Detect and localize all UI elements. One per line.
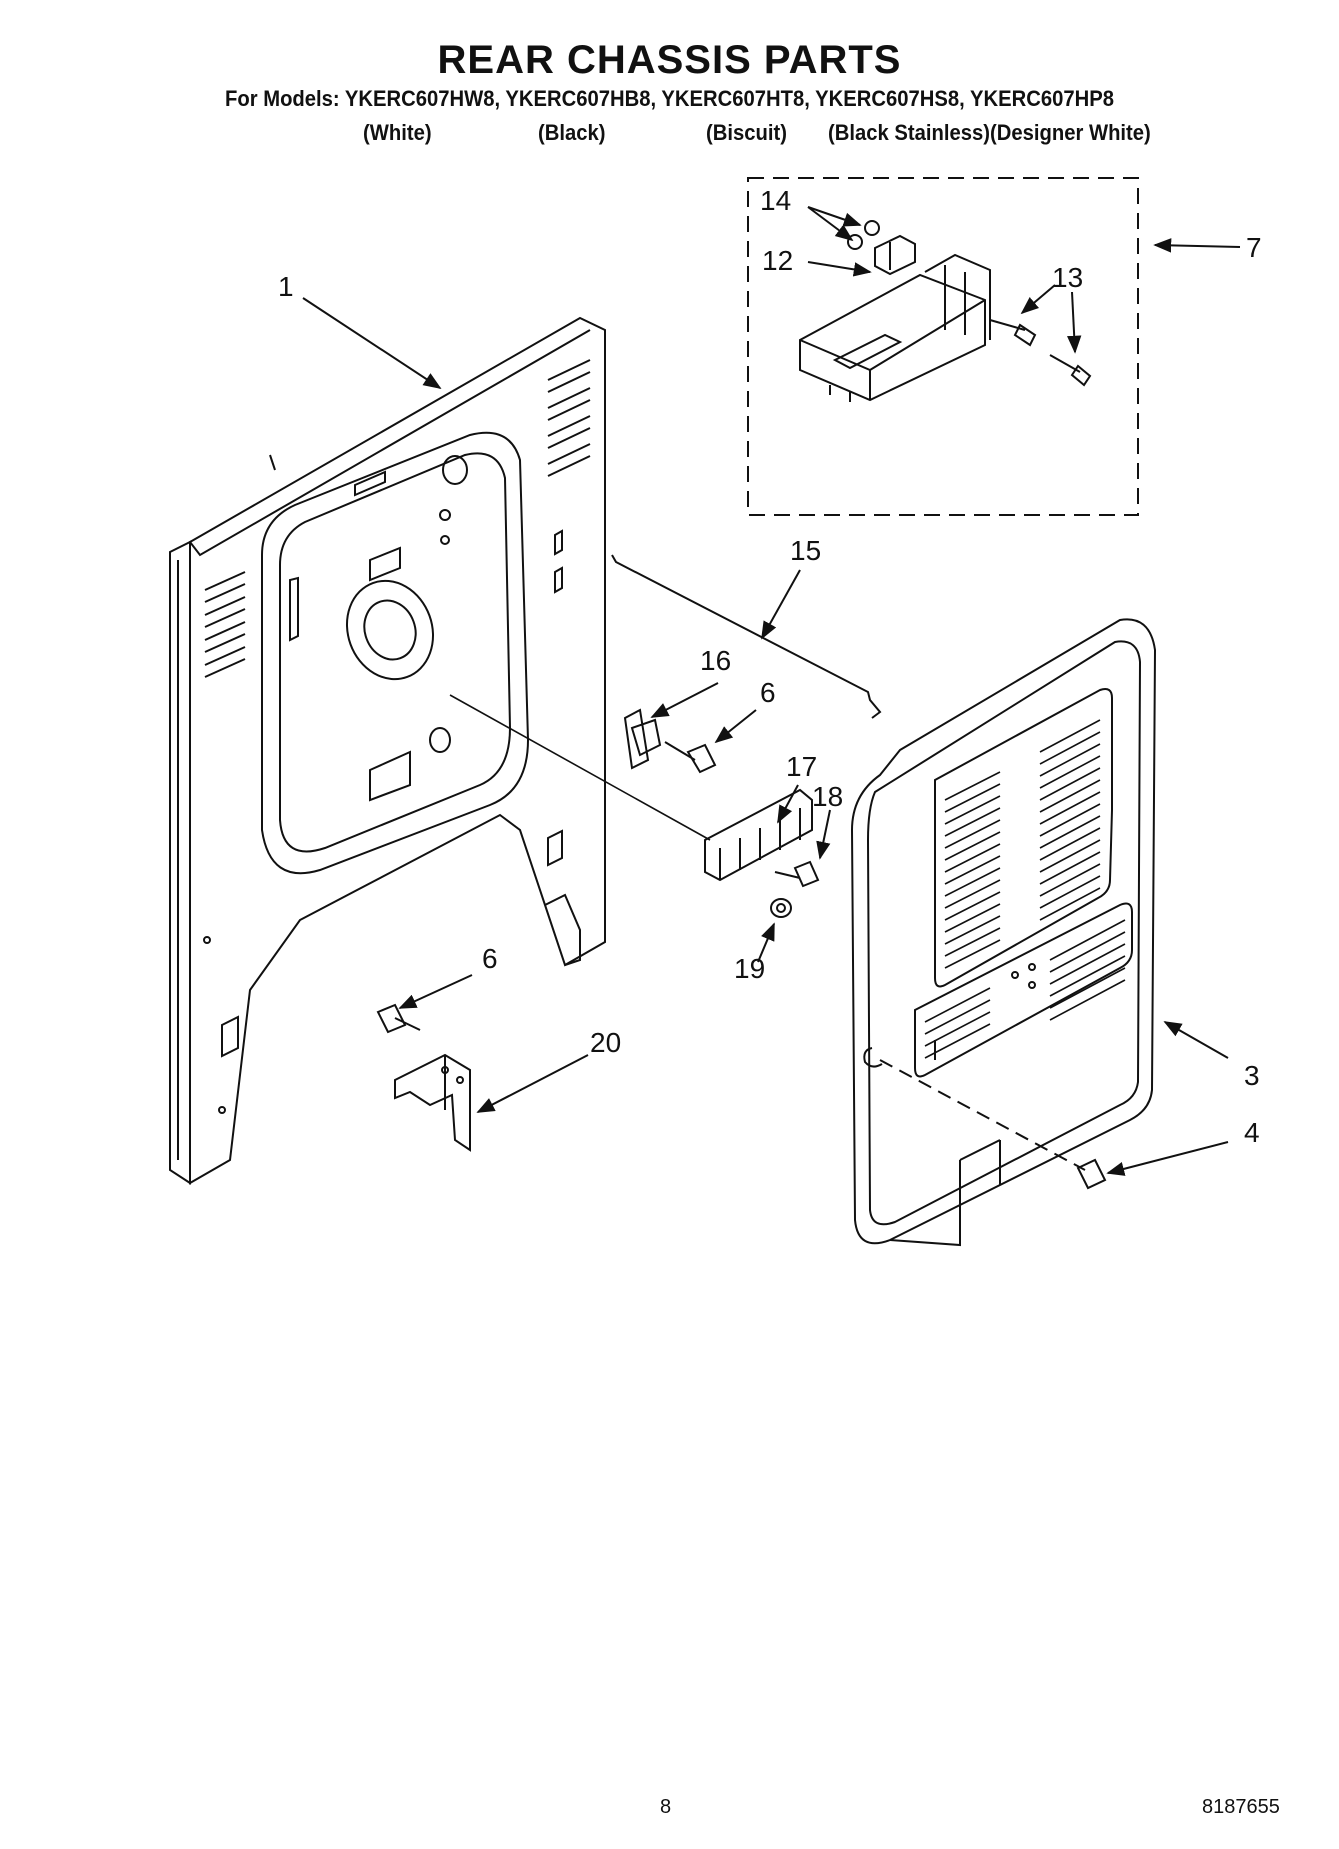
part-7-assembly-box bbox=[747, 177, 1139, 516]
document-number: 8187655 bbox=[1202, 1796, 1280, 1818]
callout-6-upper: 6 bbox=[760, 677, 776, 708]
page-title: REAR CHASSIS PARTS bbox=[437, 38, 902, 82]
callout-12: 12 bbox=[762, 245, 793, 276]
part-3-rear-cover bbox=[850, 618, 1157, 1247]
page-number: 8 bbox=[660, 1796, 672, 1818]
callout-3: 3 bbox=[1244, 1060, 1260, 1091]
part-1-rear-panel bbox=[169, 316, 606, 1185]
callout-leaders bbox=[302, 206, 1241, 1176]
part-19-nut bbox=[770, 898, 792, 918]
callout-6-lower: 6 bbox=[482, 943, 498, 974]
callout-16: 16 bbox=[700, 645, 731, 676]
callout-20: 20 bbox=[590, 1027, 621, 1058]
callout-17: 17 bbox=[786, 751, 817, 782]
callout-13: 13 bbox=[1052, 262, 1083, 293]
part-20-bracket bbox=[394, 1053, 471, 1152]
callout-15: 15 bbox=[790, 535, 821, 566]
part-6-screws bbox=[376, 741, 717, 1034]
color-biscuit: (Biscuit) bbox=[706, 120, 787, 145]
part-16-clip bbox=[623, 708, 662, 770]
color-stainless-designer: (Black Stainless)(Designer White) bbox=[828, 120, 1151, 145]
callout-4: 4 bbox=[1244, 1117, 1260, 1148]
model-list: For Models: YKERC607HW8, YKERC607HB8, YK… bbox=[224, 86, 1115, 111]
cover-louvers bbox=[924, 719, 1126, 1059]
part-18-screw bbox=[793, 860, 820, 888]
callout-7: 7 bbox=[1246, 232, 1262, 263]
callout-14: 14 bbox=[760, 185, 791, 216]
part-15-rod bbox=[611, 554, 882, 719]
callout-1: 1 bbox=[278, 271, 294, 302]
color-black: (Black) bbox=[538, 120, 606, 145]
color-white: (White) bbox=[363, 120, 432, 145]
part-17-terminal-block bbox=[704, 788, 813, 882]
callout-numbers: 1 7 14 12 13 15 16 6 17 18 19 6 20 3 4 bbox=[278, 185, 1262, 1148]
part-4-screw bbox=[1076, 1158, 1107, 1190]
callout-19: 19 bbox=[734, 953, 765, 984]
callout-18: 18 bbox=[812, 781, 843, 812]
